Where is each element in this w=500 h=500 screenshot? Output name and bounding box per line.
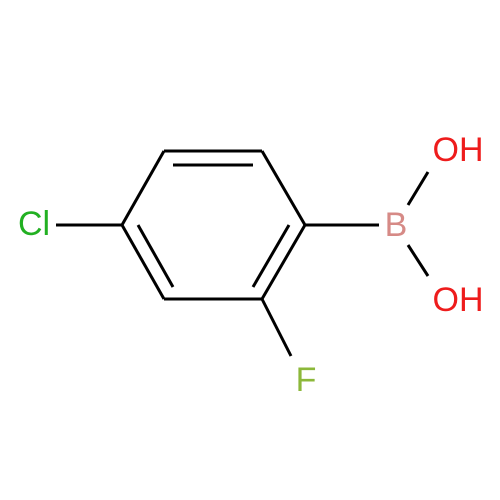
ring-bond-bottom-right [260, 224, 307, 300]
bond-ring-to-fluorine [260, 298, 293, 357]
bond-boron-to-hydroxyl-bottom [406, 244, 430, 277]
ring-double-bond-right [251, 224, 291, 288]
bond-boron-to-hydroxyl-top [406, 171, 430, 206]
ring-double-bond-left [136, 224, 175, 288]
ring-bond-top-right [260, 150, 307, 226]
chlorine-label: Cl [18, 205, 50, 243]
hydroxyl-top-label: OH [433, 131, 484, 169]
bond-group [56, 149, 430, 357]
ring-bond-bottom-left [120, 224, 166, 300]
boron-label: B [385, 206, 408, 244]
fluorine-label: F [296, 361, 317, 399]
hydroxyl-bottom-label: OH [433, 281, 484, 319]
ring-bond-top-left [120, 150, 166, 226]
